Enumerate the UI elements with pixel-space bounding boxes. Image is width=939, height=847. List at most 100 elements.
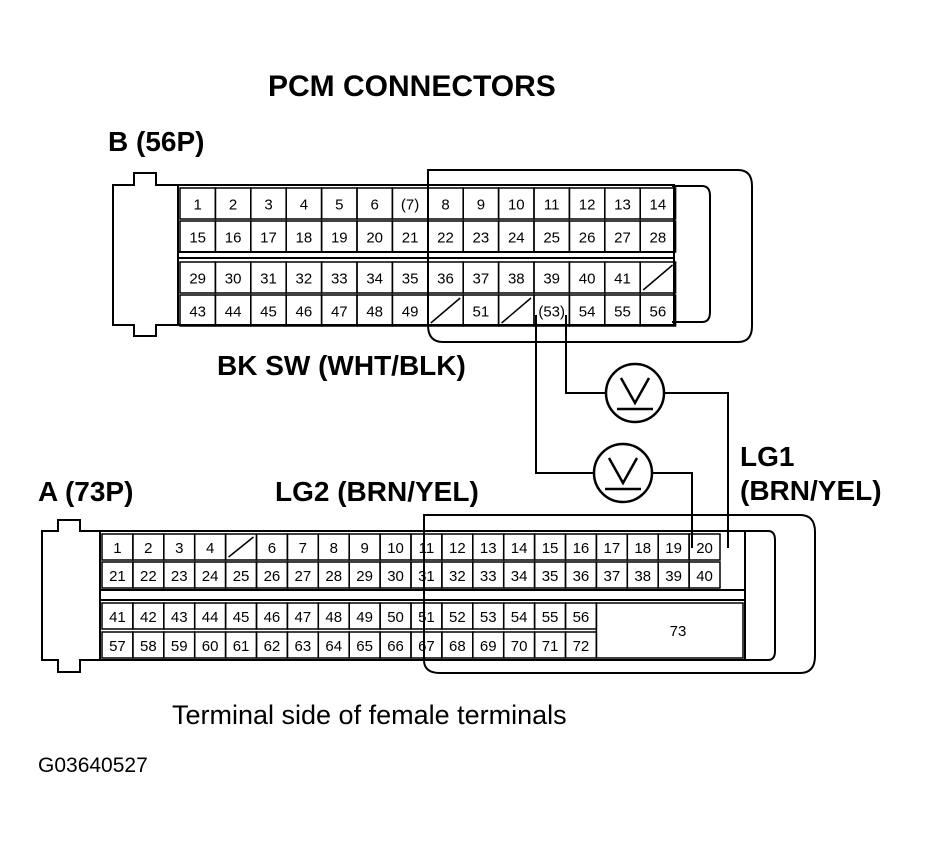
connector-b-cell xyxy=(639,294,677,327)
connector-a-terminal-label: 16 xyxy=(573,540,590,557)
connector-a-terminal-label: 11 xyxy=(419,540,435,557)
bk-sw-wire-label: BK SW (WHT/BLK) xyxy=(217,350,466,381)
connector-a-terminal-label-73: 73 xyxy=(670,623,687,640)
connector-a-housing xyxy=(41,519,101,673)
connector-a-terminal-label: 43 xyxy=(171,609,188,626)
connector-a-terminal-label: 44 xyxy=(202,609,219,626)
connector-b-terminal-label: (53) xyxy=(538,304,565,321)
connector-b-terminal-label: 49 xyxy=(402,304,419,321)
connector-a-terminal-label: 61 xyxy=(233,638,250,655)
connector-b-terminal-label: 56 xyxy=(650,304,667,321)
connector-b-terminal-label: 37 xyxy=(473,271,490,288)
connector-a-terminal-label: 38 xyxy=(634,568,651,585)
figure-code: G03640527 xyxy=(38,754,148,777)
connector-b-blank-slash xyxy=(642,264,674,291)
connector-a-terminal-label: 12 xyxy=(449,540,466,557)
connector-a-terminal-label: 47 xyxy=(295,609,312,626)
connector-a-cell xyxy=(688,561,721,589)
connector-a-terminal-label: 22 xyxy=(140,568,157,585)
connector-a-terminal-label: 70 xyxy=(511,638,528,655)
connector-b-terminal-label: 24 xyxy=(508,230,525,247)
connector-b-cell xyxy=(639,261,677,294)
connector-b-inner xyxy=(672,185,711,323)
connector-a-terminal-label: 2 xyxy=(144,540,152,557)
connector-b-terminal-label: 13 xyxy=(614,197,631,214)
connector-b-terminal-label: 23 xyxy=(473,230,490,247)
connector-a-terminal-label: 48 xyxy=(325,609,342,626)
connector-a-terminal-label: 19 xyxy=(665,540,682,557)
connector-b-terminal-label: 40 xyxy=(579,271,596,288)
connector-a-terminal-label: 46 xyxy=(264,609,281,626)
connector-a-terminal-label: 45 xyxy=(233,609,250,626)
bk-sw-wire-2 xyxy=(535,315,594,474)
connector-a-terminal-label: 25 xyxy=(233,568,250,585)
connector-a-terminal-label: 54 xyxy=(511,609,528,626)
connector-b-terminal-label: 45 xyxy=(260,304,277,321)
connector-b-terminal-label: 34 xyxy=(366,271,383,288)
connector-a-terminal-label: 4 xyxy=(206,540,214,557)
connector-a-terminal-label: 9 xyxy=(360,540,368,557)
connector-b-terminal-label: 26 xyxy=(579,230,596,247)
connector-b-terminal-label: 1 xyxy=(194,197,202,214)
connector-a-terminal-label: 14 xyxy=(511,540,528,557)
connector-a-terminal-label: 62 xyxy=(264,638,281,655)
connector-a-terminal-label: 39 xyxy=(665,568,682,585)
connector-a-terminal-label: 33 xyxy=(480,568,497,585)
connector-b-terminal-label: 28 xyxy=(650,230,667,247)
connector-b-terminal-label: 10 xyxy=(508,197,525,214)
connector-a-terminal-label: 6 xyxy=(268,540,276,557)
connector-a-inner xyxy=(743,530,776,661)
connector-b-terminal-label: 35 xyxy=(402,271,419,288)
connector-b-terminal-label: 39 xyxy=(543,271,560,288)
connector-b-terminal-label: 41 xyxy=(614,271,631,288)
connector-a-label: A (73P) xyxy=(38,476,134,507)
connector-a-terminal-label: 49 xyxy=(356,609,373,626)
connector-b-terminal-label: 12 xyxy=(579,197,596,214)
connector-a-terminal-label: 41 xyxy=(109,609,126,626)
connector-a-terminal-label: 29 xyxy=(356,568,373,585)
connector-b-terminal-label: 33 xyxy=(331,271,348,288)
connector-a-terminal-label: 72 xyxy=(573,638,590,655)
connector-b-terminal-label: 54 xyxy=(579,304,596,321)
connector-b-terminal-label: 2 xyxy=(229,197,237,214)
lg1-wire xyxy=(664,392,729,548)
connector-b-blank-slash xyxy=(501,297,532,324)
connector-b-terminal-label: 21 xyxy=(402,230,419,247)
connector-b-terminal-label: 43 xyxy=(189,304,206,321)
connector-b-cell xyxy=(639,220,677,253)
connector-b-cell xyxy=(639,187,677,220)
connector-a-terminal-label: 58 xyxy=(140,638,157,655)
connector-a-terminal-label: 28 xyxy=(325,568,342,585)
connector-b-terminal-label: 9 xyxy=(477,197,485,214)
connector-a-terminal-label: 15 xyxy=(542,540,559,557)
connector-a-terminal-label: 40 xyxy=(696,568,713,585)
connector-a-terminal-label: 26 xyxy=(264,568,281,585)
connector-a-terminal-label: 66 xyxy=(387,638,404,655)
connector-a-terminal-label: 55 xyxy=(542,609,559,626)
connector-a-terminal-label: 71 xyxy=(542,638,559,655)
lg2-wire-label: LG2 (BRN/YEL) xyxy=(275,476,479,507)
connector-a-terminal-label: 42 xyxy=(140,609,157,626)
connector-b-terminal-label: 3 xyxy=(264,197,272,214)
connector-a-terminal-label: 8 xyxy=(330,540,338,557)
connector-a-terminal-label: 21 xyxy=(109,568,126,585)
connector-b-terminal-label: 20 xyxy=(366,230,383,247)
connector-b-shell xyxy=(427,169,753,343)
lg1-label-line2: (BRN/YEL) xyxy=(740,475,882,506)
connector-a-terminal-label: 63 xyxy=(295,638,312,655)
connector-b-terminal-label: 16 xyxy=(225,230,242,247)
connector-b-terminal-label: 46 xyxy=(296,304,313,321)
connector-a-terminal-label: 18 xyxy=(634,540,651,557)
connector-a-terminal-label: 60 xyxy=(202,638,219,655)
connector-a-terminal-label: 23 xyxy=(171,568,188,585)
connector-b-terminal-label: 30 xyxy=(225,271,242,288)
connector-b-terminal-label: 8 xyxy=(441,197,449,214)
connector-b-terminal-label: 44 xyxy=(225,304,242,321)
connector-a-frame xyxy=(99,530,746,661)
connector-b-terminal-label: 6 xyxy=(371,197,379,214)
connector-b-terminal-label: 5 xyxy=(335,197,343,214)
connector-b-terminal-label: 25 xyxy=(543,230,560,247)
connector-a-terminal-label: 64 xyxy=(325,638,342,655)
connector-b-terminal-label: 19 xyxy=(331,230,348,247)
connector-a-terminal-label: 27 xyxy=(295,568,312,585)
